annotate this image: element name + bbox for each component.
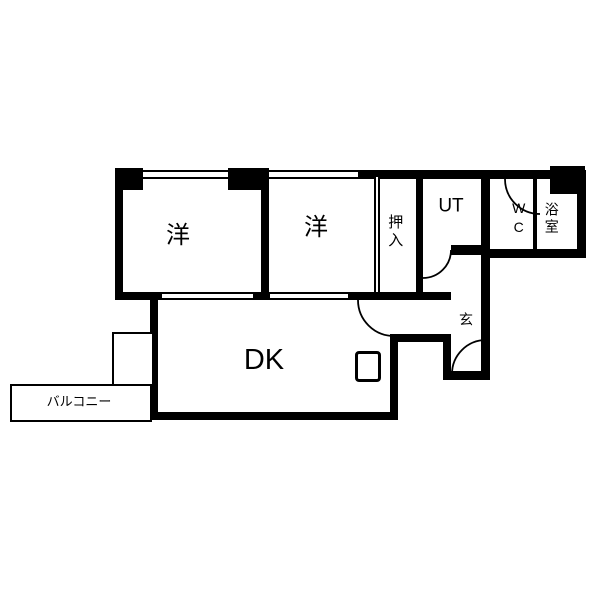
appliance-box xyxy=(355,351,381,382)
wall-closet-right xyxy=(416,177,423,300)
wall-right-outer xyxy=(577,170,586,258)
label-western-room-2: 洋 xyxy=(304,213,328,241)
wall-east-hall xyxy=(481,170,490,380)
wall-top-closet-ut xyxy=(358,170,488,179)
wall-dk-bottom xyxy=(150,412,398,420)
balcony-outline-horizontal xyxy=(10,384,152,422)
wall-entrance-bottom xyxy=(443,371,490,380)
wall-top-right xyxy=(481,170,585,179)
label-closet: 押入 xyxy=(386,214,404,250)
label-bath: 浴室 xyxy=(543,202,560,236)
label-balcony: バルコニー xyxy=(46,393,112,409)
wall-mid-a xyxy=(115,292,162,300)
wall-mid-c xyxy=(348,292,451,300)
closet-sliding-door xyxy=(374,177,380,292)
sliding-door-room2-dk xyxy=(270,292,348,300)
wall-ut-bottom xyxy=(451,245,481,255)
balcony-outline-vertical xyxy=(112,332,154,388)
wall-entrance-left xyxy=(443,334,451,380)
wall-room-divider xyxy=(261,168,269,300)
label-utility: UT xyxy=(438,195,464,217)
label-toilet: WC xyxy=(510,200,527,238)
wall-top-middle-block xyxy=(228,168,266,190)
label-western-room-1: 洋 xyxy=(166,221,190,249)
window-room2-top xyxy=(266,170,360,179)
wall-dk-right xyxy=(390,334,398,420)
wall-dk-left xyxy=(150,292,158,420)
wall-bath-bottom xyxy=(481,249,586,258)
sliding-door-room1-dk xyxy=(162,292,253,300)
wall-room1-left xyxy=(115,168,123,300)
wall-wc-bath-divider xyxy=(533,177,537,249)
label-entrance: 玄 xyxy=(459,311,473,328)
label-dining-kitchen: DK xyxy=(243,344,285,377)
door-swing-dk-arc xyxy=(357,299,395,337)
door-swing-ut-arc xyxy=(422,249,452,279)
window-room1-top xyxy=(143,170,230,179)
wall-corridor-bottom xyxy=(390,334,451,342)
